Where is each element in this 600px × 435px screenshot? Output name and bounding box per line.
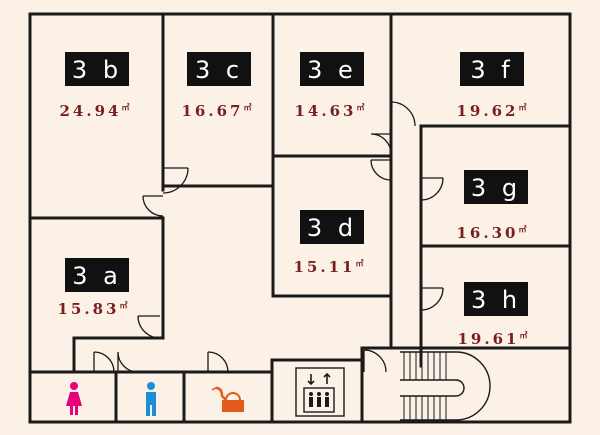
kettle-icon	[211, 386, 244, 412]
room-3b: 3 b 24.94㎡	[60, 52, 133, 120]
room-label-box	[464, 282, 528, 316]
door-wc-women	[93, 351, 115, 373]
door-3b	[142, 195, 164, 217]
room-area: 19.62㎡	[457, 102, 530, 120]
door-3a	[137, 315, 161, 339]
walls	[28, 12, 572, 424]
room-3a: 3 a 15.83㎡	[58, 258, 131, 318]
elevator-icon	[307, 372, 331, 407]
elevator	[295, 367, 345, 417]
door-stairs	[363, 349, 387, 373]
room-label: 3 c	[195, 56, 243, 84]
door-3d	[370, 159, 392, 181]
room-3f: 3 f 19.62㎡	[457, 52, 530, 120]
room-label-box	[300, 210, 364, 244]
door-kitchen	[207, 351, 229, 373]
woman-icon	[66, 382, 82, 415]
room-3g: 3 g 16.30㎡	[457, 170, 530, 242]
room-area: 16.30㎡	[457, 224, 530, 242]
stairs-icon	[403, 352, 447, 420]
room-label: 3 d	[307, 214, 357, 242]
room-label-box	[65, 258, 129, 292]
door-wc-men	[117, 351, 139, 373]
room-area: 24.94㎡	[60, 102, 133, 120]
room-area: 15.11㎡	[294, 258, 367, 276]
room-label: 3 h	[471, 286, 521, 314]
door-3h	[420, 287, 444, 311]
door-3e	[370, 133, 392, 155]
doors	[93, 101, 444, 373]
room-label: 3 g	[471, 174, 521, 202]
door-3g	[420, 177, 444, 201]
room-area: 15.83㎡	[58, 300, 131, 318]
room-label: 3 a	[72, 262, 122, 290]
room-label-box	[460, 52, 524, 86]
room-3d: 3 d 15.11㎡	[294, 210, 367, 276]
room-label: 3 f	[470, 56, 513, 84]
stairs	[400, 351, 491, 421]
door-3f	[390, 101, 416, 127]
room-label: 3 e	[307, 56, 357, 84]
man-icon	[146, 382, 156, 416]
room-area: 14.63㎡	[295, 102, 368, 120]
room-label: 3 b	[72, 56, 122, 84]
room-3e: 3 e 14.63㎡	[295, 52, 368, 120]
room-label-box	[187, 52, 251, 86]
room-3c: 3 c 16.67㎡	[182, 52, 255, 120]
room-label-box	[464, 170, 528, 204]
room-label-box	[65, 52, 129, 86]
door-3c	[162, 167, 189, 194]
room-area: 16.67㎡	[182, 102, 255, 120]
room-3h: 3 h 19.61㎡	[458, 282, 531, 348]
room-area: 19.61㎡	[458, 330, 531, 348]
room-label-box	[300, 52, 364, 86]
